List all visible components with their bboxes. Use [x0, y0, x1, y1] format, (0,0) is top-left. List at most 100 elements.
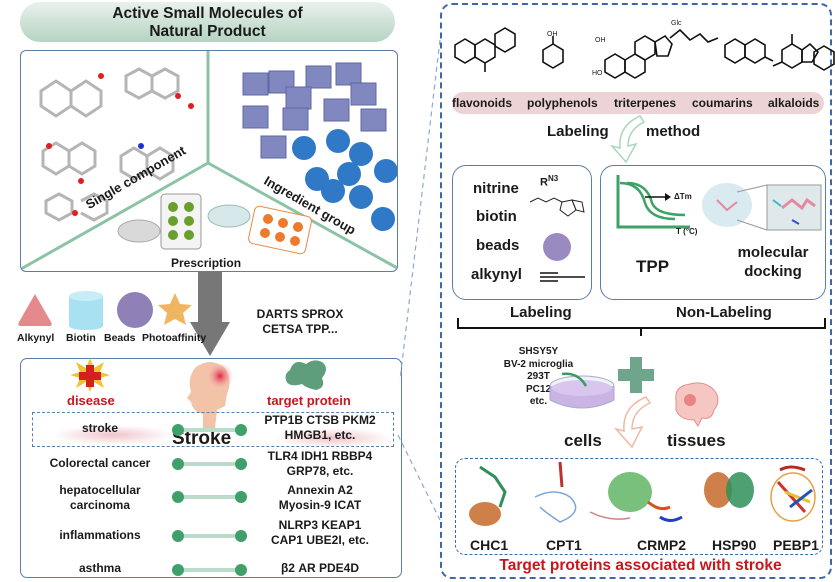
labeling-item-alkynyl: alkynyl [471, 266, 522, 283]
method-panel [440, 3, 832, 579]
protein-label-chc1: CHC1 [470, 537, 509, 553]
plus-icon [618, 357, 654, 393]
disease-line-2: carcinoma [69, 498, 131, 512]
nitrine-n3: N3 [547, 174, 559, 183]
down-arrow-icon [190, 272, 230, 356]
tissues-label: tissues [667, 431, 726, 450]
ingredient-circles-icon [292, 129, 397, 231]
class-flavonoids: flavonoids [452, 96, 513, 110]
cell-line: PC12 [525, 383, 551, 395]
probe-shapes [18, 291, 192, 330]
labeling-item-biotin: biotin [476, 208, 517, 225]
biotin-cylinder-icon [69, 291, 103, 330]
source-panel: Single component Ingredient group Prescr… [20, 50, 398, 272]
nitrine-r: R [540, 176, 548, 189]
tpp-label: TPP [636, 257, 670, 276]
disease-asthma: asthma [78, 561, 122, 575]
connector-inflammations [172, 530, 247, 542]
alkynyl-triangle-icon [18, 294, 52, 326]
triterpene-oh-label: OH [595, 37, 606, 44]
triterpene-structure-icon [604, 28, 719, 79]
molecule-models-icon [39, 67, 194, 222]
nonlabeling-caption: Non-Labeling [676, 304, 772, 321]
beads-circle-icon [117, 292, 153, 328]
class-polyphenols: polyphenols [527, 96, 598, 110]
docking-line-2: docking [744, 263, 802, 280]
probe-label-photoaffinity: Photoaffinity [142, 332, 207, 344]
targets-inflammations: NLRP3 KEAP1 CAP1 UBE2I, etc. [240, 518, 400, 548]
class-alkaloids: alkaloids [768, 96, 820, 110]
targets-line-2: Myosin-9 ICAT [278, 498, 362, 512]
protein-label-cpt1: CPT1 [546, 537, 582, 553]
zoom-guide-lines [397, 39, 441, 521]
class-triterpenes: triterpenes [614, 96, 677, 110]
targets-hepatocellular: Annexin A2 Myosin-9 ICAT [240, 483, 400, 513]
cell-line: etc. [529, 396, 548, 407]
merge-bracket [457, 318, 826, 336]
targets-asthma: β2 AR PDE4D [280, 561, 359, 575]
cell-line: SHSY5Y [518, 346, 559, 357]
sector-label-prescription: Prescription [171, 256, 242, 270]
protein-label-crmp2: CRMP2 [637, 537, 687, 553]
alkynyl-triple-bond-icon [540, 272, 585, 282]
protein-hsp90-icon [704, 472, 754, 508]
protein-structures [469, 461, 816, 526]
targets-line-2: HMGB1, etc. [284, 428, 356, 442]
petri-dish-icon [549, 372, 615, 409]
phenol-structure-icon [542, 36, 564, 69]
protein-pebp1-icon [770, 465, 816, 522]
labeling-box [452, 165, 592, 300]
protein-crmp2-icon [589, 472, 683, 522]
method-word: method [646, 123, 701, 140]
compound-structures [454, 27, 835, 79]
targets-line-2: CAP1 UBE2I, etc. [270, 533, 370, 547]
disease-hepatocellular-carcinoma: hepatocellular carcinoma [25, 483, 175, 513]
target-proteins-box [455, 458, 823, 555]
targets-line-1: TLR4 IDH1 RBBP4 [267, 449, 373, 463]
curved-arrow-pink-icon [613, 396, 652, 449]
labeling-item-nitrine: nitrine [473, 180, 519, 197]
cell-lines-list: SHSY5Y BV-2 microglia 293T PC12 etc. [486, 346, 591, 409]
title-line-1: Active Small Molecules of [112, 5, 303, 22]
coumarin-structure-icon [724, 38, 774, 64]
biotin-structure-icon [529, 197, 585, 217]
disease-colorectal-cancer: Colorectal cancer [49, 456, 151, 470]
triterpene-ho-label: HO [592, 70, 603, 77]
probe-label-alkynyl: Alkynyl [17, 332, 55, 344]
targets-stroke: PTP1B CTSB PKM2 HMGB1, etc. [240, 413, 400, 443]
protein-chc1-icon [469, 465, 507, 526]
targets-line-1: NLRP3 KEAP1 [278, 518, 362, 532]
target-protein-blob-icon [285, 360, 326, 390]
beads-icon [543, 233, 571, 261]
methods-line-2: CETSA TPP... [262, 322, 338, 336]
phenol-oh-label: OH [547, 31, 558, 38]
source-panel-graphics [21, 51, 397, 271]
glc-label: Glc [671, 20, 682, 27]
divider-left [21, 161, 209, 271]
cell-line: 293T [527, 371, 550, 382]
labeling-word: Labeling [547, 123, 609, 140]
non-labeling-methods: DARTS SPROX CETSA TPP... [250, 307, 350, 337]
title-banner: Active Small Molecules of Natural Produc… [20, 2, 395, 42]
flavonoid-structure-icon [454, 27, 516, 72]
protein-label-hsp90: HSP90 [712, 537, 757, 553]
disease-stroke: stroke [81, 421, 119, 435]
prescription-pills-icon [117, 193, 312, 255]
targets-line-1: Annexin A2 [287, 483, 353, 497]
connector-stroke [172, 424, 247, 436]
head-profile-icon [187, 362, 234, 428]
protein-label-pebp1: PEBP1 [773, 537, 819, 553]
connector-colorectal [172, 458, 247, 470]
compound-class-bar [452, 92, 824, 114]
stroke-center-label: Stroke [172, 428, 232, 449]
methods-line-1: DARTS SPROX [256, 307, 344, 321]
photoaffinity-star-icon [158, 293, 192, 325]
ingredient-squares-icon [242, 62, 387, 159]
probe-label-beads: Beads [104, 332, 136, 344]
probe-label-biotin: Biotin [66, 332, 96, 344]
labeling-item-beads: beads [476, 237, 520, 254]
molecular-docking-image [702, 183, 822, 231]
disease-header: disease [67, 393, 115, 408]
protein-cpt1-icon [534, 461, 577, 523]
disease-burst-icon [70, 358, 110, 392]
